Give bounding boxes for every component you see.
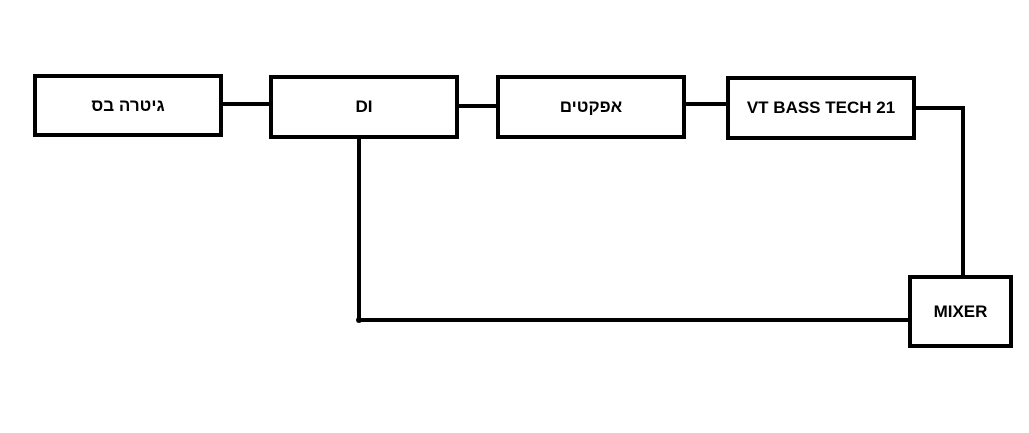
bass-guitar-label: גיטרה בס	[91, 95, 165, 115]
amp-label: VT BASS TECH 21	[746, 98, 896, 117]
di-label: DI	[355, 97, 373, 116]
di-block: DI	[269, 75, 459, 139]
junction-dot	[356, 317, 362, 323]
mixer-label: MIXER	[933, 301, 988, 321]
wire-di-to-mixer	[357, 139, 910, 322]
amp-block: VT BASS TECH 21	[726, 76, 916, 140]
effects-block: אפקטים	[496, 75, 686, 139]
effects-label: אפקטים	[559, 97, 623, 116]
wire-amp-to-mixer	[915, 106, 965, 276]
mixer-block: MIXER	[908, 275, 1013, 348]
bass-guitar-block: גיטרה בס	[33, 74, 223, 137]
